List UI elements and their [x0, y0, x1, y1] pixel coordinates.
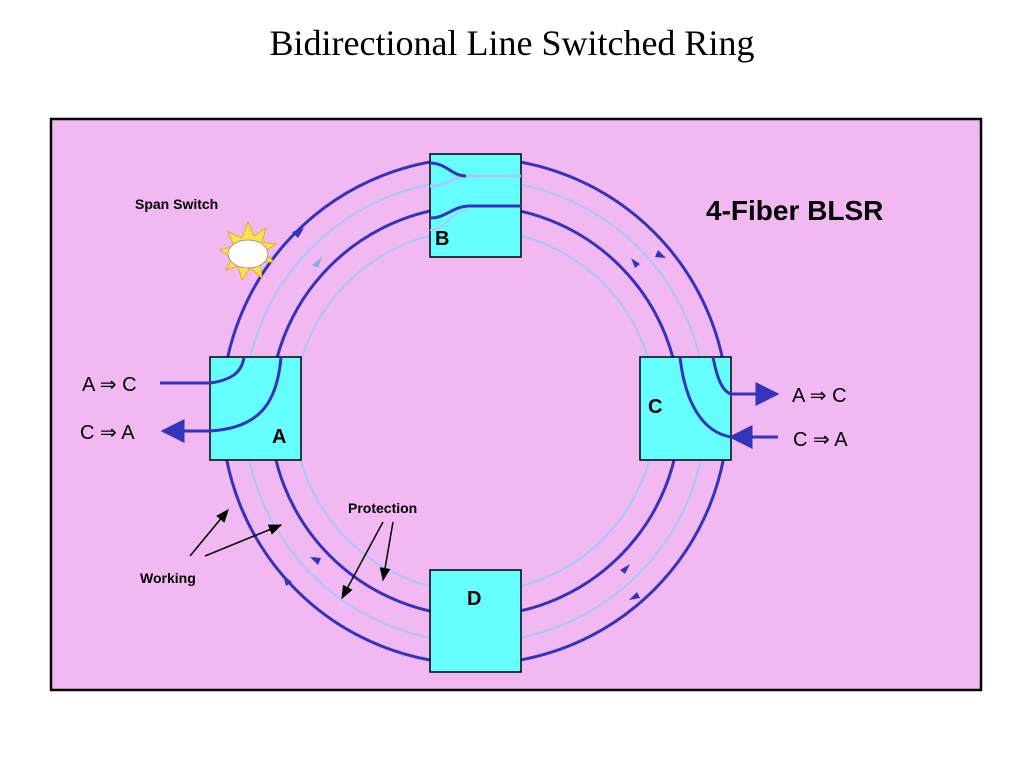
ring-type-label: 4-Fiber BLSR — [706, 195, 883, 226]
fiber-cut-burst-icon — [218, 220, 278, 282]
node-b-loopback-inner-prot — [429, 209, 469, 231]
protection-pointer-2 — [379, 521, 394, 582]
node-c-label: C — [648, 396, 662, 418]
node-a-box[interactable] — [209, 356, 302, 461]
node-b[interactable]: B — [429, 153, 522, 258]
direction-arrow — [655, 250, 666, 258]
node-d[interactable]: D — [429, 569, 522, 673]
node-b-label: B — [435, 228, 449, 250]
working-pointer-1 — [189, 508, 229, 557]
node-d-box[interactable] — [429, 569, 522, 673]
working-label: Working — [140, 570, 196, 586]
direction-arrow — [629, 592, 640, 600]
node-c[interactable]: C — [639, 356, 732, 461]
node-a-drop-path — [209, 356, 283, 433]
direction-arrow — [283, 575, 292, 586]
node-c-add-path — [678, 356, 732, 439]
traffic-label-a-to-c-right: A ⇒ C — [792, 385, 847, 407]
protection-pointer-1 — [341, 521, 384, 600]
traffic-label-c-to-a-left: C ⇒ A — [80, 422, 135, 444]
node-b-loopback-inner — [429, 204, 521, 220]
traffic-label-a-to-c-left: A ⇒ C — [82, 374, 137, 396]
burst-cloud — [227, 239, 269, 269]
node-a[interactable]: A — [209, 356, 302, 461]
direction-arrow — [631, 258, 640, 268]
ring-direction-arrows — [283, 228, 666, 600]
slide-title: Bidirectional Line Switched Ring — [269, 23, 755, 63]
node-a-label: A — [272, 426, 286, 448]
span-switch-label: Span Switch — [135, 196, 218, 212]
traffic-label-c-to-a-right: C ⇒ A — [793, 429, 848, 451]
node-b-loopback-working — [429, 161, 467, 178]
direction-arrow — [292, 228, 304, 238]
node-c-drop-path — [711, 356, 732, 396]
direction-arrow — [310, 557, 321, 565]
direction-arrow — [312, 257, 322, 268]
direction-arrow — [620, 564, 630, 574]
working-pointer-2 — [204, 524, 283, 557]
node-a-add-path — [209, 356, 246, 385]
protection-label: Protection — [348, 500, 417, 516]
node-d-label: D — [467, 588, 481, 610]
